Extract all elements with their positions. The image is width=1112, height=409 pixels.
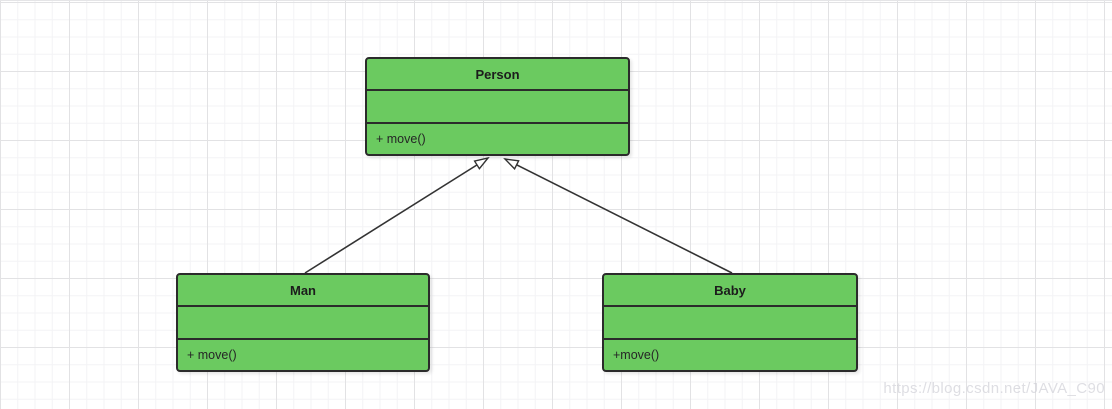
class-title-baby: Baby xyxy=(604,275,856,307)
generalization-arrow-man-to-person[interactable] xyxy=(304,158,488,274)
class-box-baby[interactable]: Baby +move() xyxy=(602,273,858,372)
class-box-person[interactable]: Person + move() xyxy=(365,57,630,156)
class-methods-person: + move() xyxy=(376,132,426,146)
class-attributes-baby xyxy=(604,307,856,340)
class-attributes-person xyxy=(367,91,628,124)
class-box-man[interactable]: Man + move() xyxy=(176,273,430,372)
class-attributes-man xyxy=(178,307,428,340)
class-methods-baby: +move() xyxy=(613,348,660,362)
generalization-arrow-baby-to-person[interactable] xyxy=(505,159,733,274)
class-methods-man: + move() xyxy=(187,348,237,362)
csdn-watermark: https://blog.csdn.net/JAVA_C90 xyxy=(883,380,1105,397)
class-title-man: Man xyxy=(178,275,428,307)
class-title-person: Person xyxy=(367,59,628,91)
